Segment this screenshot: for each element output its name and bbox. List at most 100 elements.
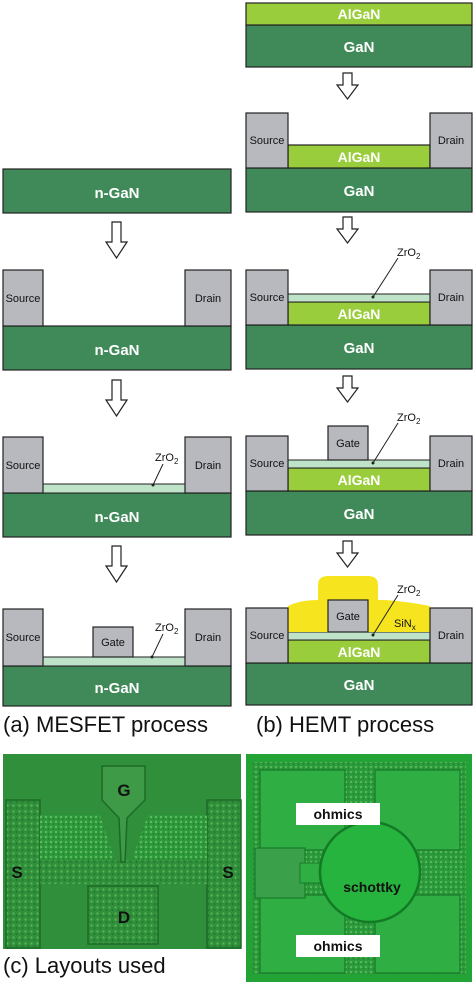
drain-pad: [87, 885, 159, 945]
caption-hemt: (b) HEMT process: [256, 712, 434, 737]
source-label: Source: [250, 292, 285, 304]
down-arrow-icon: [335, 375, 360, 403]
source-contact: [2, 608, 44, 667]
drain-contact: [184, 436, 232, 494]
ohmics-top-label: ohmics: [313, 806, 362, 822]
gate-pad: [101, 765, 146, 863]
mesfet-step-2: n-GaN Source Drain: [2, 269, 232, 371]
source-pad-right-label: S: [222, 863, 233, 882]
zro2-pointer: [372, 257, 399, 298]
sinx-label: SiNx: [394, 618, 416, 632]
gan-label: GaN: [344, 506, 375, 523]
source-contact: [245, 269, 289, 326]
down-arrow-icon: [335, 72, 360, 100]
source-label: Source: [6, 632, 41, 644]
down-arrow-icon: [335, 216, 360, 244]
down-arrow-icon: [104, 221, 129, 260]
drain-label: Drain: [438, 458, 464, 470]
n-gan-label: n-GaN: [95, 185, 140, 202]
schottky-label: schottky: [343, 879, 401, 895]
source-label: Source: [6, 460, 41, 472]
zro2-pointer: [152, 463, 164, 486]
drain-contact: [184, 269, 232, 327]
drain-pad-label: D: [118, 908, 130, 927]
zro2-layer: [287, 631, 431, 641]
source-label: Source: [250, 458, 285, 470]
drain-contact: [429, 607, 473, 664]
source-pad-right: [206, 799, 242, 949]
zro2-label: ZrO2: [155, 622, 179, 636]
n-gan-layer: [2, 665, 232, 707]
n-gan-layer: [2, 325, 232, 371]
channel-strip: [40, 860, 207, 884]
gan-layer: [245, 490, 473, 536]
mesfet-step-3: n-GaN Source Drain ZrO2: [2, 436, 232, 538]
hemt-step-5: GaN AlGaN Gate Source Drain ZrO2 SiNx: [245, 576, 473, 706]
n-gan-label: n-GaN: [95, 342, 140, 359]
schottky-contact: [318, 820, 422, 924]
gan-layer: [245, 662, 473, 706]
zro2-layer: [42, 483, 186, 494]
source-contact: [2, 269, 44, 327]
gate-contact: [92, 626, 134, 658]
schottky-lead-pad: [254, 847, 306, 899]
zro2-layer: [287, 293, 431, 303]
gate-contact: [327, 425, 369, 461]
mesfet-step-4: n-GaN Gate Source Drain ZrO2: [2, 608, 232, 707]
algan-label: AlGaN: [338, 644, 381, 660]
source-label: Source: [250, 135, 285, 147]
gan-label: GaN: [344, 340, 375, 357]
gan-label: GaN: [344, 39, 375, 56]
zro2-label: ZrO2: [397, 584, 421, 598]
hemt-step-2: GaN AlGaN Source Drain: [245, 112, 473, 213]
n-gan-layer: [2, 492, 232, 538]
drain-label: Drain: [195, 632, 221, 644]
drain-contact: [429, 112, 473, 169]
gate-label: Gate: [336, 438, 360, 450]
algan-label: AlGaN: [338, 472, 381, 488]
zro2-pointer: [372, 422, 399, 464]
caption-mesfet: (a) MESFET process: [3, 712, 208, 737]
source-label: Source: [250, 630, 285, 642]
gan-label: GaN: [344, 677, 375, 694]
down-arrow-icon: [104, 379, 129, 418]
drain-contact: [429, 269, 473, 326]
algan-layer: [245, 2, 473, 26]
hemt-step-4: GaN AlGaN Gate Source Drain ZrO2: [245, 412, 473, 536]
ohmics-bottom-label-box: [296, 935, 380, 957]
drain-label: Drain: [195, 460, 221, 472]
gan-layer: [245, 24, 473, 68]
layout-mesfet-micrograph: G S S D: [3, 754, 242, 949]
zro2-label: ZrO2: [397, 247, 421, 261]
drain-contact: [429, 435, 473, 492]
algan-label: AlGaN: [338, 6, 381, 22]
gan-layer: [245, 324, 473, 370]
zro2-layer: [287, 459, 431, 469]
gate-label: Gate: [101, 637, 125, 649]
zro2-label: ZrO2: [155, 452, 179, 466]
gate-pad-label: G: [117, 781, 130, 800]
gan-label: GaN: [344, 183, 375, 200]
drain-label: Drain: [438, 630, 464, 642]
source-contact: [2, 436, 44, 494]
ohmic-pad-bottom-left: [259, 894, 346, 974]
source-contact: [245, 435, 289, 492]
mesfet-step-1: n-GaN: [2, 168, 232, 214]
n-gan-layer: [2, 168, 232, 214]
n-gan-label: n-GaN: [95, 509, 140, 526]
zro2-label: ZrO2: [397, 412, 421, 426]
gan-layer: [245, 167, 473, 213]
drain-label: Drain: [438, 292, 464, 304]
source-pad-left-label: S: [11, 863, 22, 882]
algan-label: AlGaN: [338, 306, 381, 322]
algan-label: AlGaN: [338, 149, 381, 165]
zro2-pointer: [372, 594, 399, 636]
drain-contact: [184, 608, 232, 667]
ohmics-bottom-label: ohmics: [313, 938, 362, 954]
down-arrow-icon: [335, 540, 360, 568]
source-label: Source: [6, 293, 41, 305]
gate-contact: [327, 599, 369, 633]
n-gan-label: n-GaN: [95, 680, 140, 697]
source-contact: [245, 112, 289, 169]
